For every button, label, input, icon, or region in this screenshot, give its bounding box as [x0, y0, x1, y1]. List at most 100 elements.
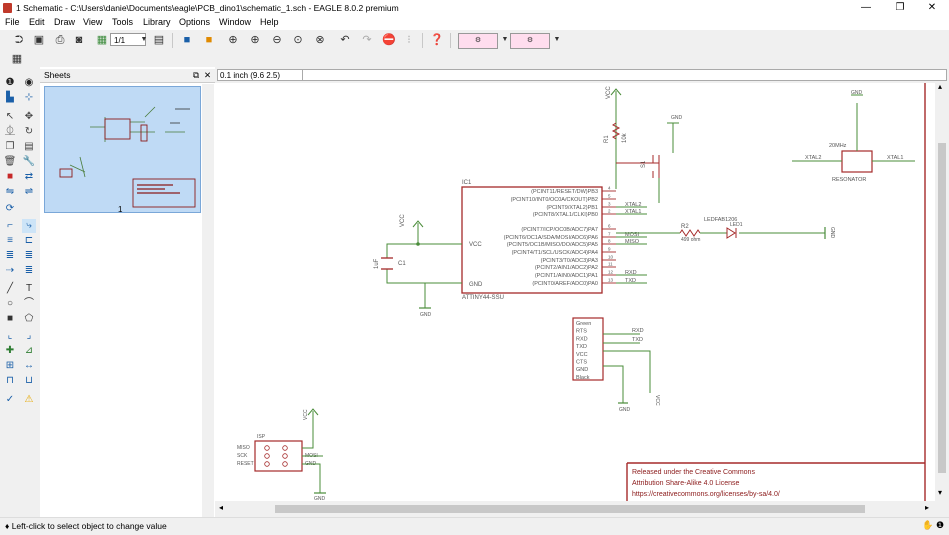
circle-icon[interactable]: ○ [6, 298, 14, 309]
scroll-left-icon[interactable]: ◂ [219, 503, 224, 512]
paint-icon[interactable]: ≣ [24, 265, 34, 276]
ftdi-header[interactable] [572, 317, 604, 381]
horizontal-scroll-thumb[interactable] [275, 505, 865, 513]
port-icon[interactable]: ⊔ [25, 375, 33, 386]
sheets-scrollbar[interactable] [202, 84, 214, 517]
add-part-icon[interactable]: ■ [6, 171, 14, 182]
undo-icon[interactable]: ↶ [340, 34, 350, 46]
miter-icon[interactable]: ⌐ [7, 220, 13, 231]
mirror-icon[interactable]: ⏂ [5, 126, 15, 137]
info-icon[interactable]: ❶ [936, 520, 945, 530]
rotate-icon[interactable]: ↻ [24, 126, 34, 137]
arc-icon[interactable]: ⌒ [24, 298, 34, 309]
optimize-icon[interactable]: ≡ [7, 235, 13, 246]
chevron-down-icon[interactable]: ▼ [501, 36, 509, 43]
chevron-down-icon[interactable]: ▼ [140, 36, 148, 43]
save-icon[interactable]: ▣ [33, 34, 45, 46]
erc-icon[interactable]: ✓ [5, 394, 15, 405]
bus-icon[interactable]: ⌞ [7, 330, 13, 341]
copy-icon[interactable]: ❐ [5, 141, 15, 152]
stop-hand-icon[interactable]: ✋ [922, 520, 934, 530]
junction-icon[interactable]: ✚ [5, 345, 15, 356]
menu-file[interactable]: File [5, 17, 20, 27]
board-switch-icon[interactable]: ▦ [96, 34, 108, 46]
zoom-out-icon[interactable]: ⊖ [272, 34, 282, 46]
close-button[interactable]: ✕ [927, 2, 937, 13]
open-icon[interactable]: ⮊ [14, 34, 24, 46]
maximize-button[interactable]: ❐ [895, 2, 905, 13]
resonator-body[interactable] [841, 150, 873, 173]
sheet-thumbnail[interactable] [44, 86, 201, 213]
mark-icon[interactable]: ⊹ [24, 92, 34, 103]
move-icon[interactable]: ✥ [24, 111, 34, 122]
errors-icon[interactable]: ⚠ [24, 394, 34, 405]
help-icon[interactable]: ❓ [430, 34, 444, 46]
zoom-select-icon[interactable]: ⊗ [315, 34, 325, 46]
split-icon[interactable]: ⤷ [22, 219, 36, 233]
print-icon[interactable]: ⎙ [55, 34, 65, 46]
schematic-canvas[interactable]: Released under the Creative Commons Attr… [215, 83, 935, 501]
canvas-horizontal-scrollbar[interactable]: ◂ ▸ [215, 501, 935, 517]
gateswap-icon[interactable]: ⇋ [5, 186, 15, 197]
menu-library[interactable]: Library [143, 17, 171, 27]
value-icon[interactable]: ≣ [24, 250, 34, 261]
menu-window[interactable]: Window [219, 17, 252, 27]
name-icon[interactable]: ≣ [5, 250, 15, 261]
pinswap-icon[interactable]: ⇌ [24, 186, 34, 197]
redo-icon[interactable]: ↷ [362, 34, 372, 46]
design-link-icon[interactable]: ⚙ [458, 33, 498, 49]
scroll-right-icon[interactable]: ▸ [925, 503, 930, 512]
led-symbol[interactable] [726, 227, 737, 239]
scroll-up-icon[interactable]: ▴ [938, 82, 943, 91]
attribute-icon[interactable]: ⊞ [5, 360, 15, 371]
command-input[interactable] [302, 69, 947, 81]
sheet-select[interactable]: 1/1 [110, 33, 146, 46]
ulp-icon[interactable]: ■ [183, 34, 191, 46]
canvas-vertical-scrollbar[interactable]: ▴ ▾ [935, 82, 949, 501]
change-icon[interactable]: ⇢ [5, 265, 15, 276]
dimension-icon[interactable]: ↔ [24, 360, 34, 371]
replace-icon[interactable]: ⇄ [24, 171, 34, 182]
cam-icon[interactable]: ◙ [75, 34, 83, 46]
menu-draw[interactable]: Draw [54, 17, 76, 27]
zoom-fit-icon[interactable]: ⊕ [228, 34, 238, 46]
show-icon[interactable]: ◉ [24, 77, 34, 88]
paste-icon[interactable]: ▤ [24, 141, 34, 152]
invoke-icon[interactable]: ⟳ [5, 203, 15, 214]
stop-icon[interactable]: ⛔ [382, 34, 396, 46]
design-check-icon[interactable]: ■ [205, 34, 213, 46]
isp-header[interactable] [254, 440, 303, 472]
menu-view[interactable]: View [83, 17, 103, 27]
menu-options[interactable]: Options [179, 17, 211, 27]
line-icon[interactable]: ╱ [6, 283, 14, 294]
fusion-sync-icon[interactable]: ⚙ [510, 33, 550, 49]
wrench-icon[interactable]: 🔧 [22, 156, 36, 167]
menu-tools[interactable]: Tools [112, 17, 134, 27]
script-icon[interactable]: ▤ [153, 34, 165, 46]
grid-icon[interactable]: ▦ [11, 53, 23, 65]
text-icon[interactable]: T [25, 283, 33, 294]
zoom-redraw-icon[interactable]: ⊙ [293, 34, 303, 46]
s1-switch[interactable] [616, 155, 660, 178]
minimize-button[interactable]: — [861, 2, 871, 13]
polygon-icon[interactable]: ⬠ [24, 313, 34, 324]
info-icon[interactable]: ❶ [5, 77, 15, 88]
r1-resistor[interactable] [611, 122, 621, 140]
float-panel-icon[interactable]: ⧉ [193, 70, 200, 80]
delete-icon[interactable]: 🗑 [3, 156, 17, 167]
smash-icon[interactable]: ⊏ [24, 235, 34, 246]
vertical-scroll-thumb[interactable] [938, 143, 946, 473]
select-icon[interactable]: ↖ [5, 111, 15, 122]
chevron-down-icon[interactable]: ▼ [553, 36, 561, 43]
net-icon[interactable]: ⌟ [26, 330, 32, 341]
label-icon[interactable]: ⊿ [24, 345, 34, 356]
r2-resistor[interactable] [679, 229, 701, 237]
rect-icon[interactable]: ■ [6, 313, 14, 324]
close-panel-icon[interactable]: ✕ [204, 70, 212, 80]
go-icon[interactable]: ⁝ [407, 34, 411, 46]
scroll-down-icon[interactable]: ▾ [938, 488, 943, 497]
layers-icon[interactable]: ▙ [6, 92, 14, 103]
modules-icon[interactable]: ⊓ [6, 375, 14, 386]
menu-edit[interactable]: Edit [29, 17, 45, 27]
menu-help[interactable]: Help [260, 17, 279, 27]
